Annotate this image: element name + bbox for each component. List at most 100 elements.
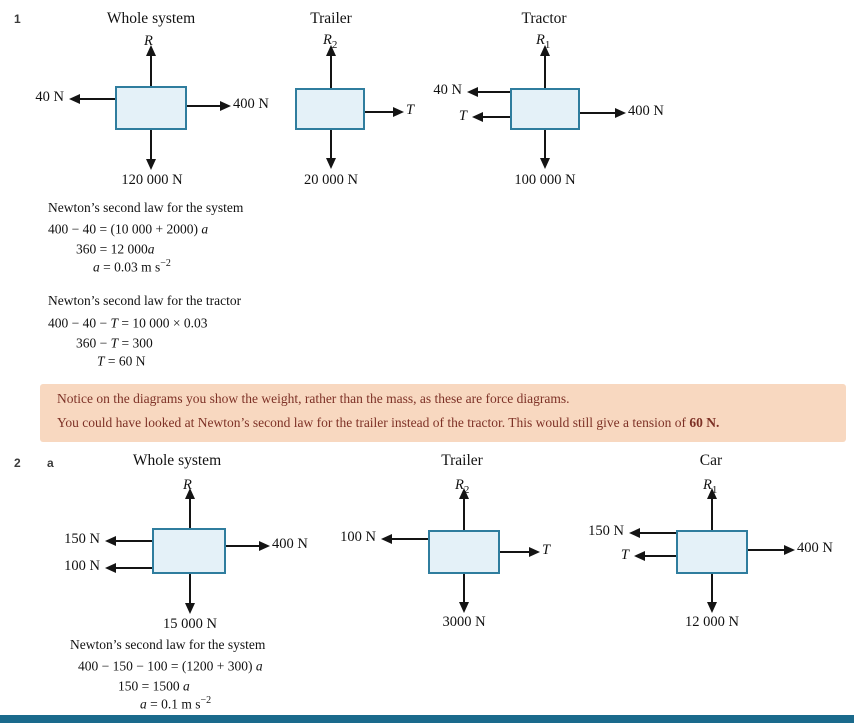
- normal-force-arrow: [463, 498, 465, 530]
- weight-force-arrow: [189, 574, 191, 605]
- driving-force-label: 400 N: [628, 103, 664, 119]
- normal-force-arrow: [711, 498, 713, 530]
- eq-var: a: [93, 259, 100, 275]
- arrow-head-right-icon: [529, 547, 540, 557]
- resistance-force-label: 150 N: [588, 523, 624, 539]
- arrow-head-down-icon: [459, 602, 469, 613]
- driving-force-arrow: [580, 112, 615, 114]
- body-box: [510, 88, 580, 130]
- arrow-head-down-icon: [146, 159, 156, 170]
- force-subscript: 1: [544, 38, 551, 51]
- diagram-title: Trailer: [310, 10, 352, 27]
- eq-var: a: [255, 658, 263, 674]
- equation: 150 = 1500 a: [118, 677, 190, 695]
- arrow-head-down-icon: [707, 602, 717, 613]
- arrow-head-right-icon: [220, 101, 231, 111]
- arrow-head-up-icon: [540, 45, 550, 56]
- resistance-force-arrow-1: [116, 540, 152, 542]
- resistance-force-label-1: 150 N: [64, 531, 100, 547]
- arrow-head-right-icon: [784, 545, 795, 555]
- arrow-head-up-icon: [146, 45, 156, 56]
- force-symbol: R: [536, 32, 545, 48]
- page-edge-bar: [0, 715, 854, 723]
- force-subscript: 2: [331, 38, 338, 51]
- eq-var: T: [110, 315, 118, 331]
- equation: 400 − 150 − 100 = (1200 + 300) a: [78, 657, 263, 675]
- eq-pre: 400 − 40 −: [48, 315, 111, 331]
- arrow-head-left-icon: [467, 87, 478, 97]
- weight-label: 100 000 N: [514, 172, 576, 188]
- body-box: [428, 530, 500, 574]
- arrow-head-left-icon: [472, 112, 483, 122]
- weight-label: 15 000 N: [163, 616, 217, 632]
- eq-pre: 150 = 1500: [118, 678, 183, 694]
- driving-force-arrow: [226, 545, 259, 547]
- normal-force-label: R: [183, 477, 192, 493]
- body-box: [295, 88, 365, 130]
- eq-sup: −2: [160, 258, 171, 269]
- equation: a = 0.1 m s−2: [140, 695, 211, 713]
- arrow-head-right-icon: [259, 541, 270, 551]
- driving-force-label: 400 N: [233, 96, 269, 112]
- question-number-2: 2: [14, 456, 21, 470]
- eq-var: a: [201, 221, 209, 237]
- equation: 400 − 40 − T = 10 000 × 0.03: [48, 314, 207, 332]
- weight-force-arrow: [544, 130, 546, 160]
- question-part-a: a: [47, 456, 54, 470]
- eq-post: = 300: [118, 335, 153, 351]
- normal-force-arrow: [189, 498, 191, 528]
- resistance-force-arrow-2: [116, 567, 152, 569]
- arrow-head-right-icon: [393, 107, 404, 117]
- tension-force-arrow: [365, 111, 393, 113]
- eq-var: T: [110, 335, 119, 351]
- normal-force-label: R2: [323, 32, 337, 51]
- resistance-force-arrow: [392, 538, 428, 540]
- arrow-head-left-icon: [381, 534, 392, 544]
- diagram-title: Whole system: [132, 452, 222, 469]
- weight-force-arrow: [711, 574, 713, 604]
- eq-var: T: [97, 353, 105, 369]
- normal-force-arrow: [150, 55, 152, 86]
- eq-var: a: [147, 241, 155, 257]
- equation: 360 = 12 000a: [76, 240, 155, 258]
- driving-force-arrow: [187, 105, 220, 107]
- normal-force-label: R: [144, 33, 153, 49]
- tip-line-2-bold: 60 N.: [689, 415, 720, 430]
- tension-force-label: T: [458, 108, 467, 124]
- driving-force-arrow: [748, 549, 784, 551]
- eq-var: a: [183, 678, 190, 694]
- eq-post: = 10 000 × 0.03: [118, 315, 208, 331]
- resistance-force-arrow: [640, 532, 676, 534]
- arrow-head-down-icon: [185, 603, 195, 614]
- eq-post: = 60 N: [104, 353, 146, 369]
- diagram-title: Tractor: [521, 10, 567, 27]
- tension-force-arrow: [645, 555, 676, 557]
- eq-pre: 400 − 150 − 100 = (1200 + 300): [78, 658, 256, 674]
- eq-sup: −2: [200, 695, 212, 706]
- equation: a = 0.03 m s−2: [93, 258, 171, 276]
- resistance-force-label: 100 N: [340, 529, 376, 545]
- normal-force-arrow: [544, 55, 546, 88]
- force-symbol: R: [455, 477, 464, 493]
- arrow-head-up-icon: [459, 488, 469, 499]
- body-box: [152, 528, 226, 574]
- working-heading: Newton’s second law for the system: [48, 200, 244, 215]
- friction-force-label: 40 N: [433, 82, 462, 98]
- arrow-head-right-icon: [615, 108, 626, 118]
- force-symbol: R: [323, 32, 332, 48]
- eq-pre: 400 − 40 = (10 000 + 2000): [48, 221, 202, 237]
- diagram-title: Whole system: [106, 10, 196, 27]
- weight-label: 120 000 N: [121, 172, 183, 188]
- arrow-head-left-icon: [105, 536, 116, 546]
- diagram-title: Car: [699, 452, 723, 469]
- arrow-head-left-icon: [634, 551, 645, 561]
- working-heading: Newton’s second law for the tractor: [48, 293, 242, 308]
- equation: 400 − 40 = (10 000 + 2000) a: [48, 220, 208, 238]
- tip-line-2-text: You could have looked at Newton’s second…: [57, 415, 690, 430]
- tension-force-arrow: [500, 551, 529, 553]
- weight-label: 12 000 N: [685, 614, 739, 630]
- tension-force-label: T: [406, 102, 415, 118]
- friction-force-arrow: [478, 91, 510, 93]
- arrow-head-left-icon: [629, 528, 640, 538]
